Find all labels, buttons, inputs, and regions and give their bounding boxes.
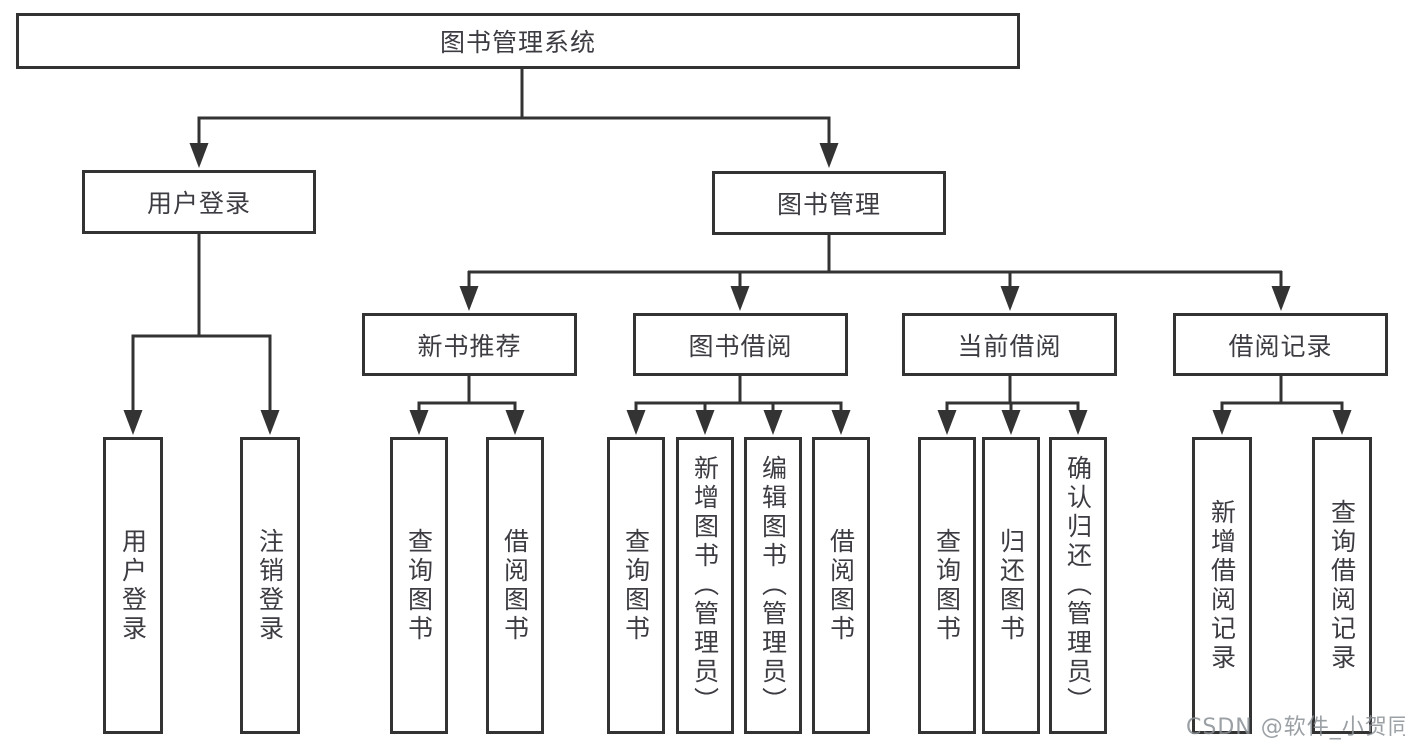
leaf-query-books-current-label: 查询图书 <box>932 527 962 644</box>
leaf-query-books-recommend: 查询图书 <box>390 437 448 734</box>
node-book-management-label: 图书管理 <box>776 190 881 219</box>
leaf-borrow-books: 借阅图书 <box>812 437 870 734</box>
csdn-watermark: CSDN @软件_小贺同学 <box>1186 715 1405 740</box>
node-root-label: 图书管理系统 <box>439 28 596 57</box>
node-new-book-recommend: 新书推荐 <box>362 313 577 376</box>
leaf-borrow-books-recommend: 借阅图书 <box>486 437 544 734</box>
leaf-query-books-borrow-label: 查询图书 <box>621 527 651 644</box>
leaf-edit-books-admin: 编辑图书（管理员） <box>744 437 802 734</box>
leaf-query-borrow-record: 查询借阅记录 <box>1312 437 1372 734</box>
leaf-logout-label: 注销登录 <box>255 527 285 644</box>
leaf-add-borrow-record: 新增借阅记录 <box>1192 437 1252 734</box>
leaf-add-borrow-record-label: 新增借阅记录 <box>1207 498 1237 673</box>
leaf-return-books-label: 归还图书 <box>996 527 1026 644</box>
leaf-add-books-admin: 新增图书（管理员） <box>676 437 734 734</box>
node-user-login-label: 用户登录 <box>146 189 251 218</box>
leaf-query-books-recommend-label: 查询图书 <box>404 527 434 644</box>
node-user-login: 用户登录 <box>82 170 316 234</box>
leaf-confirm-return-admin-label: 确认归还（管理员） <box>1063 455 1093 716</box>
node-borrow-records: 借阅记录 <box>1173 313 1388 376</box>
node-book-borrow: 图书借阅 <box>633 313 848 376</box>
node-root-system: 图书管理系统 <box>16 13 1020 69</box>
node-current-borrow: 当前借阅 <box>902 313 1117 376</box>
leaf-add-books-admin-label: 新增图书（管理员） <box>690 455 720 716</box>
node-borrow-records-label: 借阅记录 <box>1228 331 1333 361</box>
leaf-query-books-current: 查询图书 <box>918 437 976 734</box>
node-new-book-recommend-label: 新书推荐 <box>417 331 522 361</box>
leaf-borrow-books-label: 借阅图书 <box>826 527 856 644</box>
leaf-user-login: 用户登录 <box>103 437 163 734</box>
leaf-query-borrow-record-label: 查询借阅记录 <box>1327 498 1357 673</box>
leaf-return-books: 归还图书 <box>982 437 1040 734</box>
leaf-query-books-borrow: 查询图书 <box>607 437 665 734</box>
node-current-borrow-label: 当前借阅 <box>957 331 1062 361</box>
leaf-user-login-label: 用户登录 <box>118 527 148 644</box>
leaf-borrow-books-recommend-label: 借阅图书 <box>500 527 530 644</box>
leaf-edit-books-admin-label: 编辑图书（管理员） <box>758 455 788 716</box>
leaf-logout: 注销登录 <box>240 437 300 734</box>
leaf-confirm-return-admin: 确认归还（管理员） <box>1049 437 1107 734</box>
node-book-management: 图书管理 <box>712 171 946 235</box>
node-book-borrow-label: 图书借阅 <box>688 331 793 361</box>
